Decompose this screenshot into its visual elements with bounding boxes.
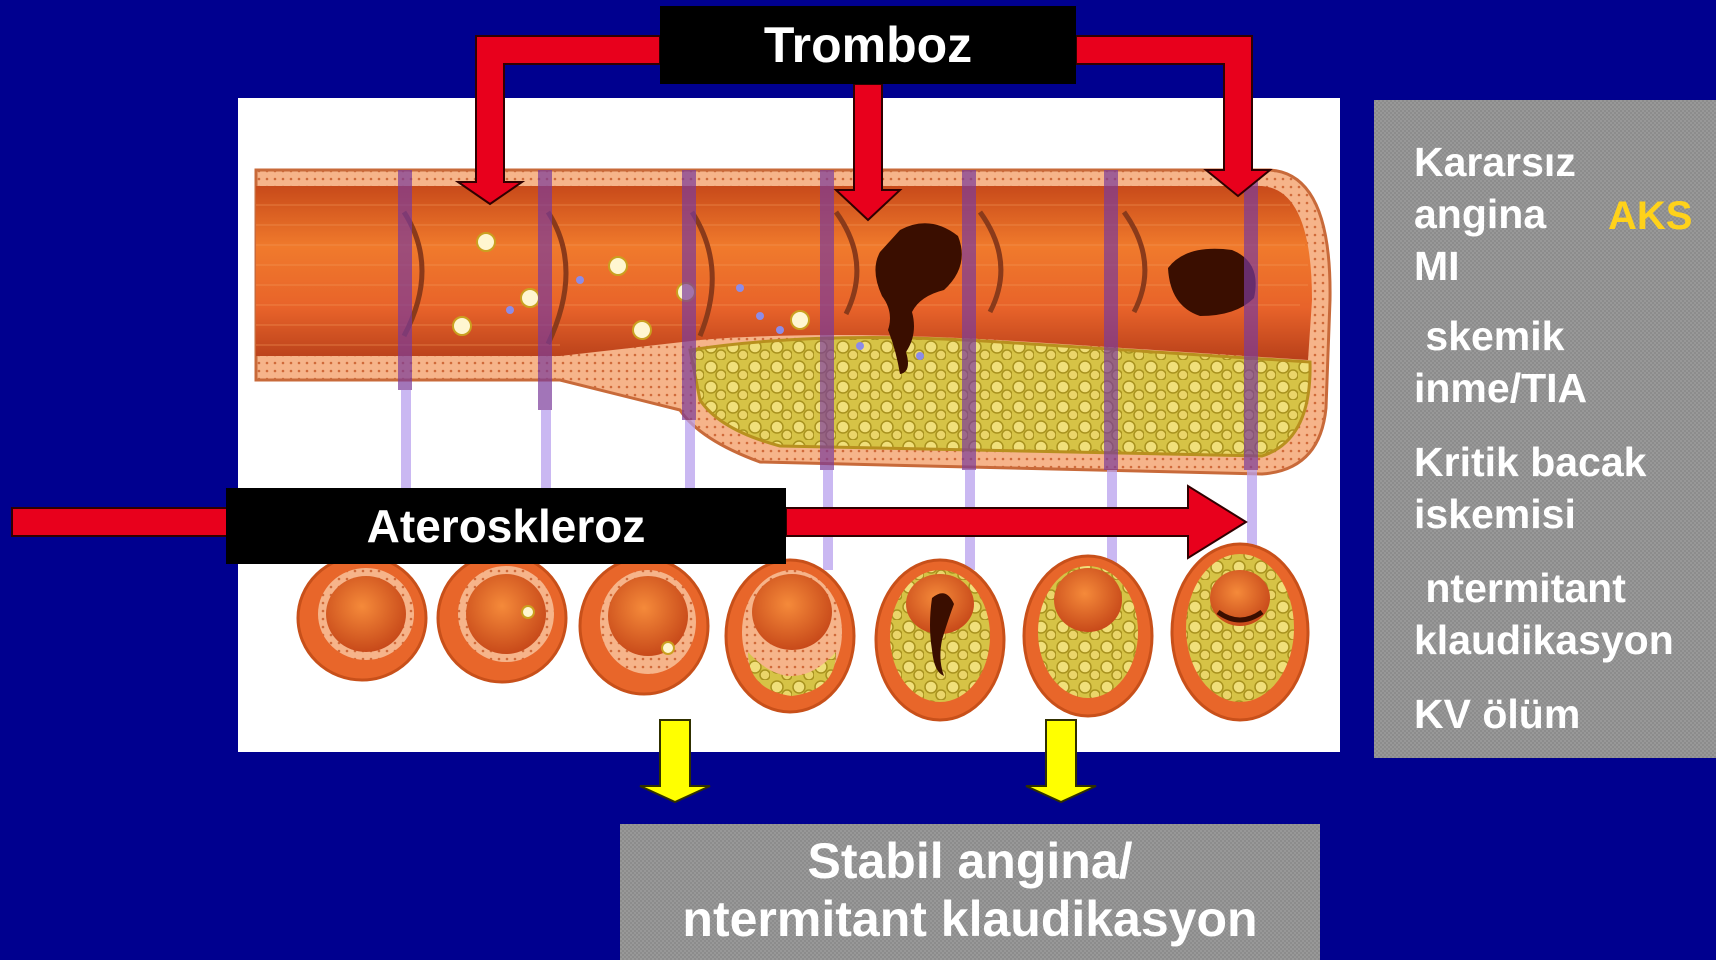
outcome-ischemic-stroke: skemik inme/TIA (1414, 310, 1587, 414)
yellow-arrow-left (640, 720, 710, 802)
vessel-lumen (256, 186, 1312, 360)
cross-section-6 (1024, 556, 1152, 716)
cross-section-3 (580, 558, 708, 694)
stable-outcome-line-2: ntermitant klaudikasyon (620, 890, 1320, 948)
yellow-down-arrows (640, 720, 1096, 802)
outcome-unstable-angina-mi: Kararsız angina MI (1414, 136, 1576, 292)
outcome-cv-death: KV ölüm (1414, 688, 1580, 740)
clinical-outcomes-panel: Kararsız angina MI skemik inme/TIA Kriti… (1374, 100, 1716, 758)
yellow-arrow-right (1026, 720, 1096, 802)
outcome-critical-limb-ischemia: Kritik bacak iskemisi (1414, 436, 1646, 540)
cross-section-4 (726, 560, 854, 712)
cross-section-2 (438, 554, 566, 682)
plaque-core (690, 338, 1310, 457)
cross-section-7 (1172, 544, 1308, 720)
cross-section-1 (298, 556, 426, 680)
aks-label: AKS (1608, 194, 1692, 239)
outcome-intermittent-claudication: ntermitant klaudikasyon (1414, 562, 1674, 666)
thrombosis-label: Tromboz (660, 6, 1076, 84)
stable-outcome-panel: Stabil angina/ ntermitant klaudikasyon (620, 824, 1320, 960)
cross-sections (298, 544, 1308, 720)
atherosclerosis-label: Ateroskleroz (226, 488, 786, 564)
red-arrow-center (836, 84, 900, 220)
stable-outcome-line-1: Stabil angina/ (620, 824, 1320, 890)
cross-section-5 (876, 560, 1004, 720)
